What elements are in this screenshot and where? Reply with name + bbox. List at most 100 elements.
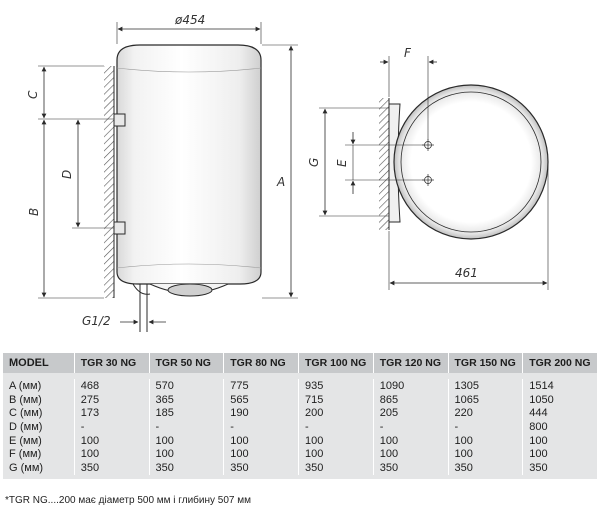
table-row: F (мм) 100 100 100 100 100 100 100 bbox=[3, 447, 597, 462]
header-tgr150: TGR 150 NG bbox=[447, 353, 523, 373]
row-label: E (мм) bbox=[9, 434, 42, 447]
table-cell: 100 bbox=[148, 447, 224, 462]
table-cell: 570 bbox=[148, 379, 224, 393]
table-row: A (мм) 468 570 775 935 1090 1305 1514 bbox=[3, 379, 597, 393]
table-cell: 468 bbox=[73, 379, 149, 393]
table-cell: 775 bbox=[223, 379, 298, 393]
table-cell: 350 bbox=[298, 461, 373, 475]
table-cell: 1065 bbox=[447, 392, 523, 407]
table-header: MODEL TGR 30 NG TGR 50 NG TGR 80 NG TGR … bbox=[3, 353, 597, 373]
table-cell: 100 bbox=[223, 433, 298, 448]
row-label: F (мм) bbox=[9, 448, 42, 461]
table-cell: 1090 bbox=[372, 379, 448, 393]
table-cell: 205 bbox=[372, 406, 448, 421]
table-cell: 100 bbox=[372, 433, 448, 448]
table-cell: 350 bbox=[148, 461, 224, 475]
specification-table: MODEL TGR 30 NG TGR 50 NG TGR 80 NG TGR … bbox=[3, 353, 597, 479]
bottom-cover-plate bbox=[167, 283, 213, 297]
table-cell: - bbox=[298, 420, 373, 434]
table-cell: 100 bbox=[447, 447, 523, 462]
header-tgr30: TGR 30 NG bbox=[73, 353, 149, 373]
side-view-dimensions bbox=[38, 22, 298, 325]
top-wall-hatch bbox=[379, 98, 389, 230]
tank-circle-inner bbox=[400, 91, 542, 233]
table-cell: 220 bbox=[447, 406, 523, 421]
table-cell: 100 bbox=[148, 433, 224, 448]
table-cell: 1050 bbox=[522, 392, 597, 407]
table-body: A (мм) 468 570 775 935 1090 1305 1514 B … bbox=[3, 373, 597, 479]
header-tgr200: TGR 200 NG bbox=[522, 353, 597, 373]
table-row: G (мм) 350 350 350 350 350 350 350 bbox=[3, 461, 597, 475]
table-cell: 350 bbox=[372, 461, 448, 475]
row-label: A (мм) bbox=[9, 379, 42, 392]
table-cell: 100 bbox=[447, 433, 523, 448]
upper-bracket bbox=[113, 113, 126, 127]
tank-seam-top bbox=[116, 67, 262, 73]
table-cell: 800 bbox=[522, 420, 597, 434]
table-cell: 200 bbox=[298, 406, 373, 421]
table-cell: 100 bbox=[522, 447, 597, 462]
table-cell: 100 bbox=[298, 433, 373, 448]
table-cell: 935 bbox=[298, 379, 373, 393]
table-cell: 350 bbox=[223, 461, 298, 475]
top-view-dimensions bbox=[319, 56, 549, 290]
row-label: D (мм) bbox=[9, 420, 43, 433]
table-cell: 173 bbox=[73, 406, 149, 421]
table-cell: 100 bbox=[73, 447, 149, 462]
table-row: B (мм) 275 365 565 715 865 1065 1050 bbox=[3, 392, 597, 407]
wall-hatch bbox=[104, 66, 114, 298]
table-cell: - bbox=[73, 420, 149, 434]
header-tgr80: TGR 80 NG bbox=[223, 353, 298, 373]
table-cell: 365 bbox=[148, 392, 224, 407]
table-cell: 275 bbox=[73, 392, 149, 407]
table-cell: - bbox=[372, 420, 448, 434]
table-cell: 350 bbox=[447, 461, 523, 475]
table-cell: - bbox=[148, 420, 224, 434]
label-g: G bbox=[307, 158, 321, 167]
table-row: C (мм) 173 185 190 200 205 220 444 bbox=[3, 406, 597, 421]
label-d: D bbox=[60, 170, 74, 179]
table-row: D (мм) - - - - - - 800 bbox=[3, 420, 597, 434]
table-cell: 444 bbox=[522, 406, 597, 421]
table-cell: 190 bbox=[223, 406, 298, 421]
table-cell: - bbox=[447, 420, 523, 434]
table-cell: 1305 bbox=[447, 379, 523, 393]
header-model: MODEL bbox=[9, 357, 49, 369]
label-f: F bbox=[404, 46, 412, 60]
row-label: B (мм) bbox=[9, 393, 42, 406]
label-b: B bbox=[27, 208, 41, 216]
pipe-elbow bbox=[132, 283, 151, 295]
table-cell: 350 bbox=[522, 461, 597, 475]
header-tgr50: TGR 50 NG bbox=[148, 353, 224, 373]
top-view bbox=[379, 84, 549, 240]
label-c: C bbox=[26, 90, 40, 99]
table-cell: 100 bbox=[372, 447, 448, 462]
water-heater-dimension-drawing: ø454 A C B D G1/2 bbox=[26, 13, 549, 332]
table-cell: 865 bbox=[372, 392, 448, 407]
label-depth: 461 bbox=[455, 266, 478, 280]
table-cell: 100 bbox=[73, 433, 149, 448]
header-tgr100: TGR 100 NG bbox=[298, 353, 373, 373]
tank-seam-bottom bbox=[116, 263, 262, 269]
table-cell: 715 bbox=[298, 392, 373, 407]
lower-bracket bbox=[113, 221, 126, 235]
label-g12: G1/2 bbox=[82, 314, 111, 328]
table-cell: 100 bbox=[522, 433, 597, 448]
row-label: G (мм) bbox=[9, 461, 44, 474]
table-cell: - bbox=[223, 420, 298, 434]
label-a: A bbox=[276, 175, 285, 189]
row-label: C (мм) bbox=[9, 407, 43, 420]
table-row: E (мм) 100 100 100 100 100 100 100 bbox=[3, 433, 597, 448]
footnote: *TGR NG....200 має діаметр 500 мм і глиб… bbox=[5, 495, 251, 506]
table-cell: 100 bbox=[223, 447, 298, 462]
table-cell: 565 bbox=[223, 392, 298, 407]
tank-circle-outer bbox=[393, 84, 549, 240]
side-view bbox=[104, 44, 262, 332]
table-cell: 100 bbox=[298, 447, 373, 462]
label-diameter: ø454 bbox=[174, 13, 205, 27]
label-e: E bbox=[335, 159, 349, 167]
tank-body bbox=[116, 44, 262, 285]
table-cell: 350 bbox=[73, 461, 149, 475]
table-cell: 1514 bbox=[522, 379, 597, 393]
table-cell: 185 bbox=[148, 406, 224, 421]
